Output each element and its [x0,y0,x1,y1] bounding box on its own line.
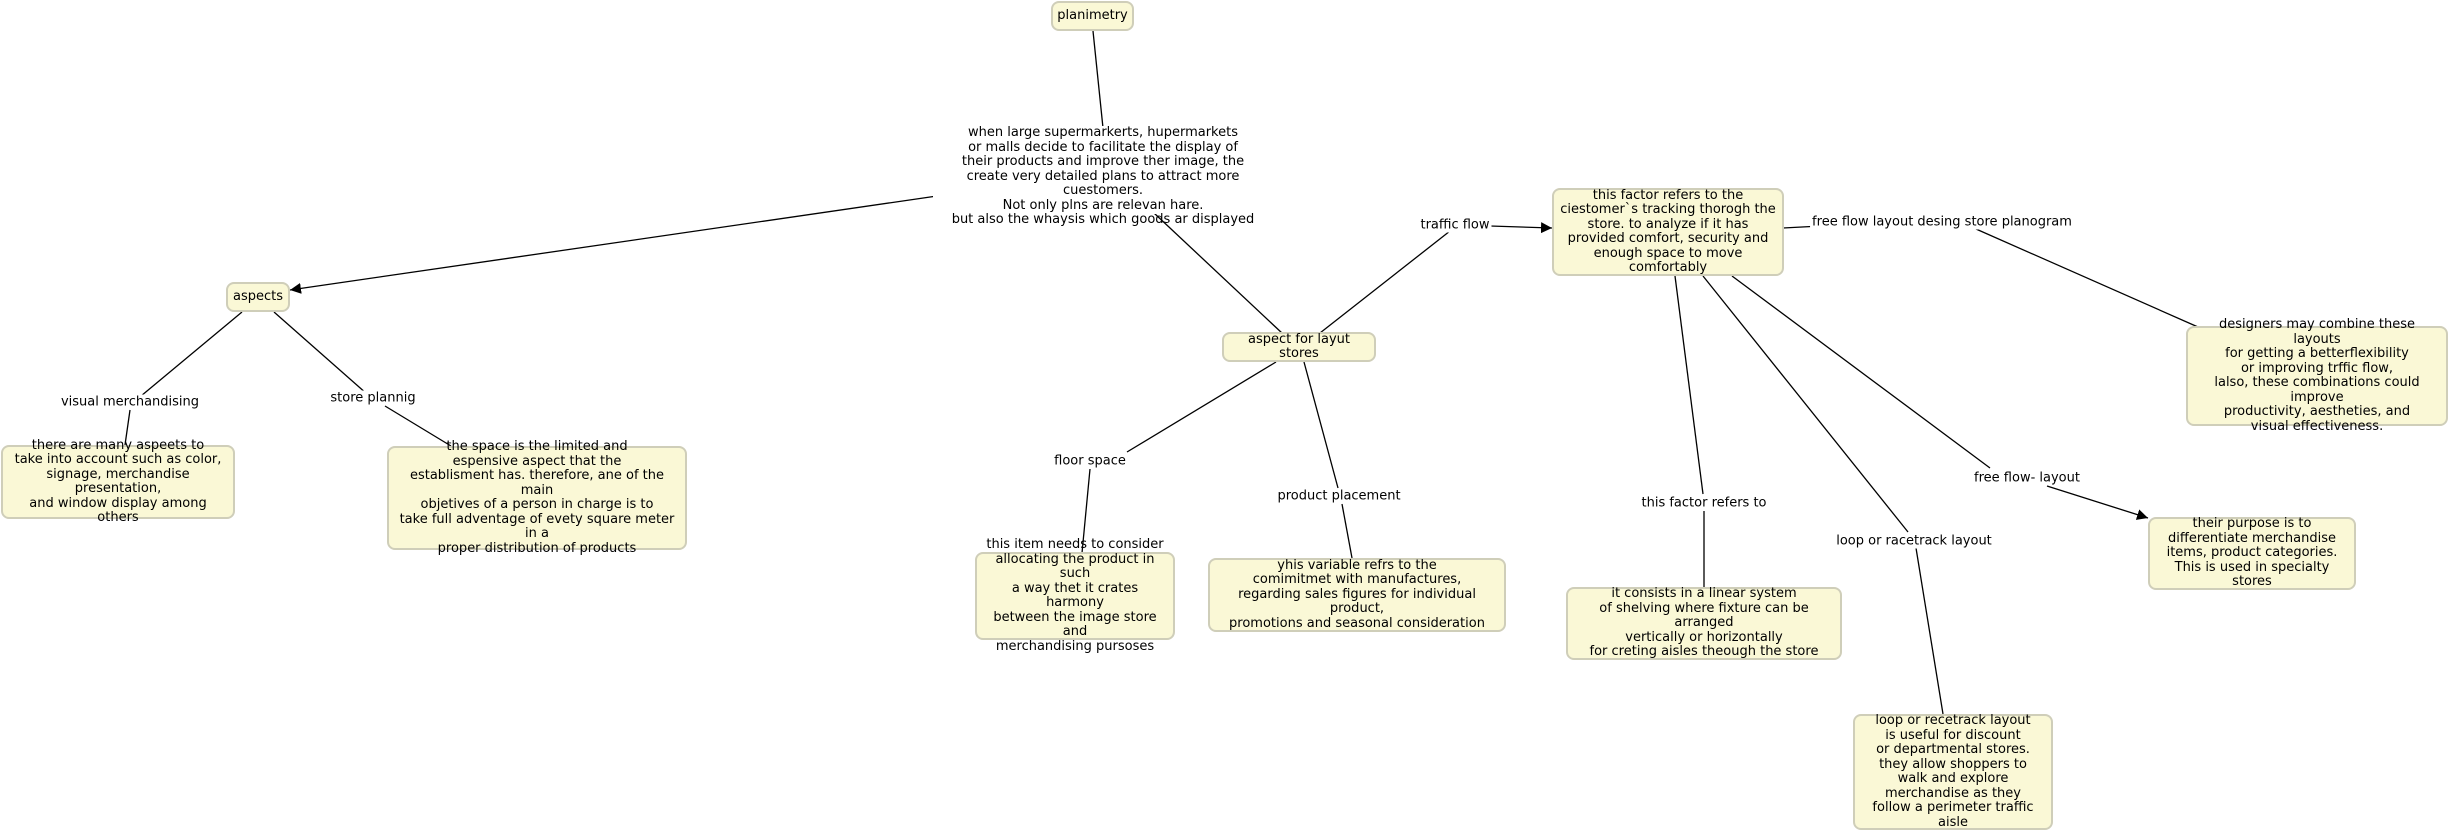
link-traffic-flow[interactable]: traffic flow [1418,217,1492,233]
edge-traffic-freeflow [1731,275,1991,469]
edge-product-desc [1341,503,1353,559]
edge-layout-product [1303,361,1339,489]
edge-store-desc [384,405,452,447]
link-visual-merchandising[interactable]: visual merchandising [58,394,202,410]
edge-layout-traffic [1319,230,1451,334]
edge-freeflow-desc [2046,485,2149,520]
link-store-planning[interactable]: store plannig [328,390,418,406]
link-loop-racetrack-layout[interactable]: loop or racetrack layout [1834,533,1994,549]
link-this-factor-refers-to[interactable]: this factor refers to [1639,495,1769,511]
node-traffic-flow-desc[interactable]: this factor refers to the ciestomer`s tr… [1552,188,1784,276]
node-free-flow-desc[interactable]: their purpose is to differentiate mercha… [2148,517,2356,590]
edge-traffic-loop [1702,275,1909,533]
node-store-planning-desc[interactable]: the space is the limited and espensive a… [387,439,687,555]
edge-intro-aspects [289,195,938,294]
link-floor-space[interactable]: floor space [1052,453,1128,469]
edge-loop-desc [1915,547,1944,715]
node-aspects[interactable]: aspects [226,282,290,312]
node-intro-text[interactable]: when large supermarkerts, hupermarkets o… [933,125,1273,227]
node-visual-merchandising-desc[interactable]: there are many aspeets to take into acco… [1,438,235,525]
node-designers-desc[interactable]: designers may combine these layouts for … [2186,317,2448,433]
edge-freeflowdesign-designers [1975,228,2199,328]
edge-planimetry-intro [1092,30,1104,129]
edge-traffic-desc [1489,222,1553,234]
node-floor-space-desc[interactable]: this item needs to consider allocating t… [975,537,1175,653]
edge-floor-desc [1081,468,1091,554]
link-product-placement[interactable]: product placement [1275,488,1403,504]
node-linear-layout-desc[interactable]: it consists in a linear system of shelvi… [1566,587,1842,660]
edge-visual-desc [124,409,131,446]
node-aspect-for-layout-stores[interactable]: aspect for layut stores [1222,332,1376,362]
edge-aspects-store [273,311,368,395]
edge-aspects-visual [134,311,243,402]
link-free-flow-design[interactable]: free flow layout desing store planogram [1810,214,2074,230]
link-free-flow-layout[interactable]: free flow- layout [1972,470,2082,486]
edge-traffic-thisfactor [1674,275,1704,495]
node-product-placement-desc[interactable]: yhis variable refrs to the comimitmet wi… [1208,558,1506,632]
edge-layout-floor [1126,361,1277,453]
edge-intro-layout [1153,212,1284,335]
node-loop-layout-desc[interactable]: loop or recetrack layout is useful for d… [1853,713,2053,830]
node-planimetry[interactable]: planimetry [1051,1,1134,31]
